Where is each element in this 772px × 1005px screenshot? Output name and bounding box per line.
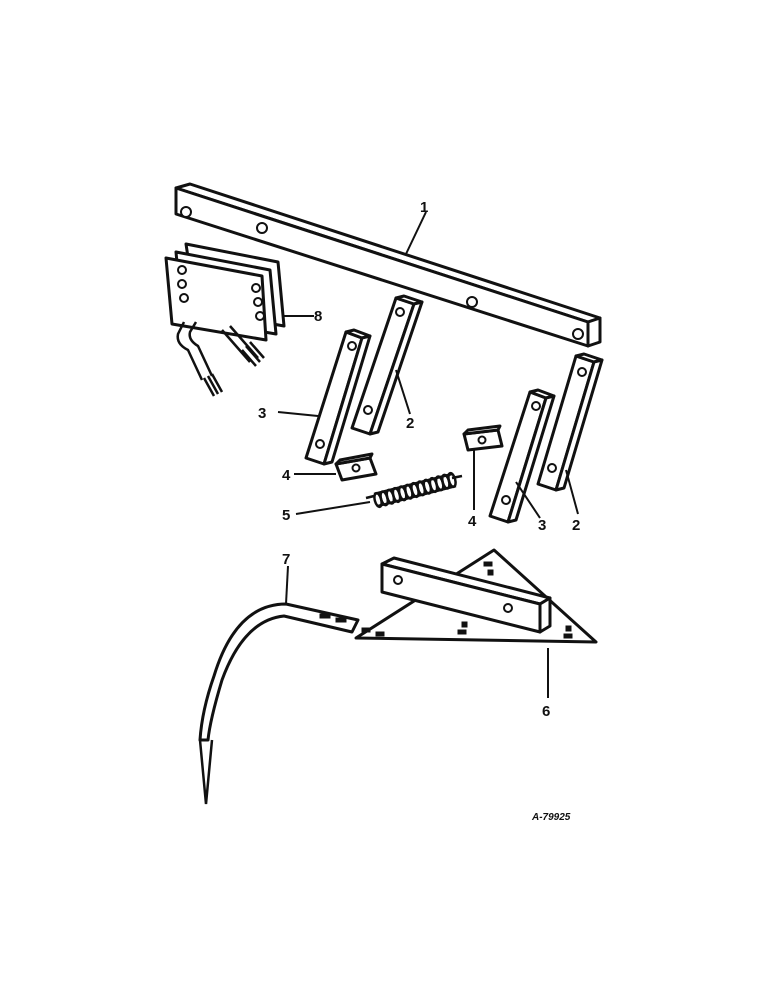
part-3-strap-left xyxy=(304,328,372,466)
label-part-3a: 3 xyxy=(258,405,266,422)
part-2-strap-right xyxy=(536,352,604,492)
slot-marks xyxy=(361,561,573,639)
label-part-4b: 4 xyxy=(468,513,477,530)
part-8-clamp-assembly xyxy=(164,242,286,397)
leader-lines xyxy=(277,211,579,698)
part-4-clip-left xyxy=(334,452,378,482)
label-part-7: 7 xyxy=(282,551,290,568)
reference-code: A-79925 xyxy=(531,812,571,823)
label-part-6: 6 xyxy=(542,703,550,720)
label-part-2a: 2 xyxy=(406,415,414,432)
label-part-4a: 4 xyxy=(282,467,291,484)
bolt-thread-left xyxy=(202,373,224,397)
label-part-8: 8 xyxy=(314,308,322,325)
part-6-sweep-plate xyxy=(354,548,598,644)
part-7-sweep-tine xyxy=(198,602,360,805)
label-part-2b: 2 xyxy=(572,517,580,534)
bolt-thread-right xyxy=(241,341,265,367)
label-part-1: 1 xyxy=(420,199,428,216)
part-4-clip-right xyxy=(462,424,504,452)
part-3-strap-right xyxy=(488,388,556,524)
label-part-3b: 3 xyxy=(538,517,546,534)
part-2-strap-left xyxy=(350,294,424,436)
label-part-5: 5 xyxy=(282,507,290,524)
callout-labels: 1 8 3 2 4 5 4 3 2 6 7 A-79925 xyxy=(258,199,580,823)
part-5-spring xyxy=(365,471,463,509)
part-1-bar xyxy=(174,182,602,348)
